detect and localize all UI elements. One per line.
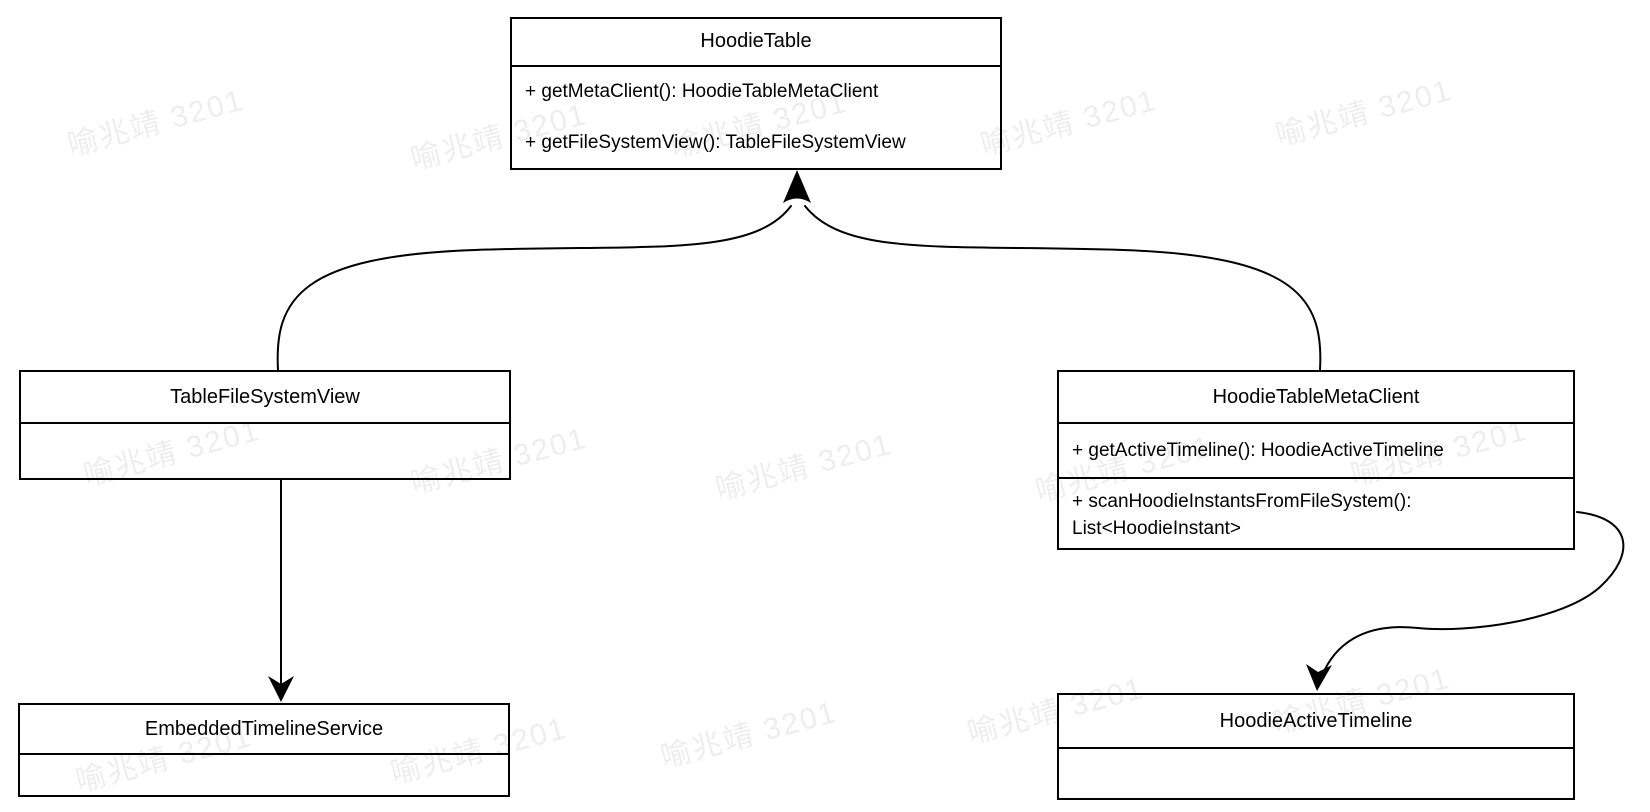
edge-metaclient-to-hoodietable[interactable] bbox=[804, 205, 1322, 371]
watermark-text: 喻兆靖 3201 bbox=[977, 83, 1161, 163]
class-empty-compartment bbox=[21, 424, 509, 478]
class-box-hoodie-active-timeline[interactable]: HoodieActiveTimeline bbox=[1057, 693, 1575, 800]
edge-metaclient-to-hoodieactivetimeline[interactable] bbox=[1321, 511, 1625, 677]
class-empty-compartment bbox=[20, 755, 508, 795]
class-title-hoodie-table: HoodieTable bbox=[512, 19, 1000, 67]
class-title-table-file-system-view: TableFileSystemView bbox=[21, 372, 509, 424]
class-method: + getMetaClient(): HoodieTableMetaClient bbox=[525, 81, 879, 103]
filled-triangle-arrowhead-icon bbox=[783, 170, 811, 203]
class-box-embedded-timeline-service[interactable]: EmbeddedTimelineService bbox=[18, 703, 510, 797]
class-method: + getFileSystemView(): TableFileSystemVi… bbox=[525, 131, 906, 153]
class-title-hoodie-active-timeline: HoodieActiveTimeline bbox=[1059, 695, 1573, 749]
watermark-text: 喻兆靖 3201 bbox=[712, 427, 896, 507]
class-box-hoodie-table-meta-client[interactable]: HoodieTableMetaClient + getActiveTimelin… bbox=[1057, 370, 1575, 550]
class-title-hoodie-table-meta-client: HoodieTableMetaClient bbox=[1059, 372, 1573, 424]
class-box-table-file-system-view[interactable]: TableFileSystemView bbox=[19, 370, 511, 480]
watermark-text: 喻兆靖 3201 bbox=[64, 83, 248, 163]
class-empty-compartment bbox=[1059, 749, 1573, 798]
watermark-text: 喻兆靖 3201 bbox=[657, 695, 841, 775]
class-title-embedded-timeline-service: EmbeddedTimelineService bbox=[20, 705, 508, 755]
watermark-text: 喻兆靖 3201 bbox=[1272, 73, 1456, 153]
edge-tablefilesystemview-to-hoodietable[interactable] bbox=[276, 205, 792, 371]
open-arrowhead-icon bbox=[1306, 664, 1332, 691]
class-box-hoodie-table[interactable]: HoodieTable + getMetaClient(): HoodieTab… bbox=[510, 17, 1002, 170]
class-method: + getActiveTimeline(): HoodieActiveTimel… bbox=[1059, 424, 1573, 479]
class-method: + scanHoodieInstantsFromFileSystem(): Li… bbox=[1072, 491, 1412, 539]
